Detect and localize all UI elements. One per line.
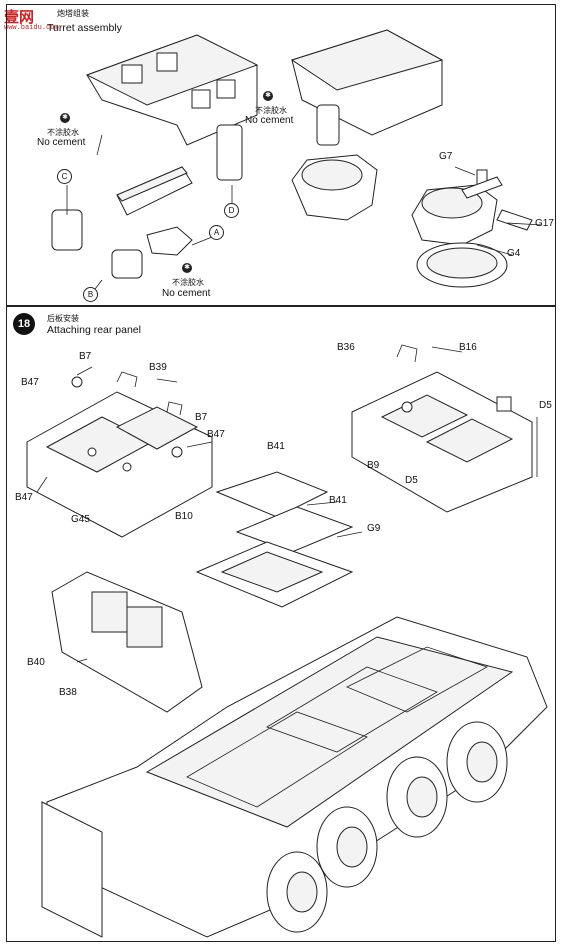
part-label-b47-2: B47 <box>207 429 225 440</box>
rear-panel-diagram <box>26 344 548 938</box>
turret-assembly-diagram <box>51 29 543 294</box>
watermark-logo: 壹网 <box>4 9 35 26</box>
part-label-g4: G4 <box>507 248 521 259</box>
step-17-title-en: Turret assembly <box>47 22 122 34</box>
part-label-g45: G45 <box>71 514 90 525</box>
watermark-url: www.baidu.com <box>4 24 59 32</box>
step-number-badge: 18 <box>13 313 35 335</box>
part-label-g7: G7 <box>439 151 453 162</box>
note-2-en: No cement <box>245 115 294 126</box>
part-label-b47-3: B47 <box>15 492 33 503</box>
part-label-b7-2: B7 <box>195 412 208 423</box>
part-label-g9: G9 <box>367 523 381 534</box>
step-17-panel: 炮塔组装 Turret assembly <box>6 4 556 306</box>
part-label-b9: B9 <box>367 460 380 471</box>
note-1-en: No cement <box>37 137 86 148</box>
part-label-b7: B7 <box>79 351 92 362</box>
part-label-b41-2: B41 <box>329 495 347 506</box>
part-label-b16: B16 <box>459 342 477 353</box>
part-label-b40: B40 <box>27 657 45 668</box>
part-label-d5: D5 <box>539 400 552 411</box>
wheel <box>266 851 328 933</box>
step-18-title-en: Attaching rear panel <box>47 324 141 336</box>
part-label-b39: B39 <box>149 362 167 373</box>
no-glue-icon: ✱ <box>60 113 70 123</box>
wheel <box>446 721 508 803</box>
note-3-en: No cement <box>162 288 211 299</box>
note-2-cn: 不涂胶水 <box>255 106 287 115</box>
wheel <box>316 806 378 888</box>
part-label-g17: G17 <box>535 218 554 229</box>
part-label-d5-2: D5 <box>405 475 418 486</box>
wheel <box>386 756 448 838</box>
step-17-title-cn: 炮塔组装 <box>57 9 89 18</box>
note-1-cn: 不涂胶水 <box>47 128 79 137</box>
part-label-b10: B10 <box>175 511 193 522</box>
part-label-b38: B38 <box>59 687 77 698</box>
part-label-b47: B47 <box>21 377 39 388</box>
part-letter-a: A <box>209 225 224 240</box>
no-glue-icon: ✱ <box>263 91 273 101</box>
part-label-b41: B41 <box>267 441 285 452</box>
part-letter-b: B <box>83 287 98 302</box>
part-letter-d: D <box>224 203 239 218</box>
step-18-panel: 18 后板安装 Attaching rear panel <box>6 306 556 942</box>
part-letter-c: C <box>57 169 72 184</box>
step-18-title-cn: 后板安装 <box>47 314 79 323</box>
note-3-cn: 不涂胶水 <box>172 278 204 287</box>
part-label-b36: B36 <box>337 342 355 353</box>
no-glue-icon: ✱ <box>182 263 192 273</box>
